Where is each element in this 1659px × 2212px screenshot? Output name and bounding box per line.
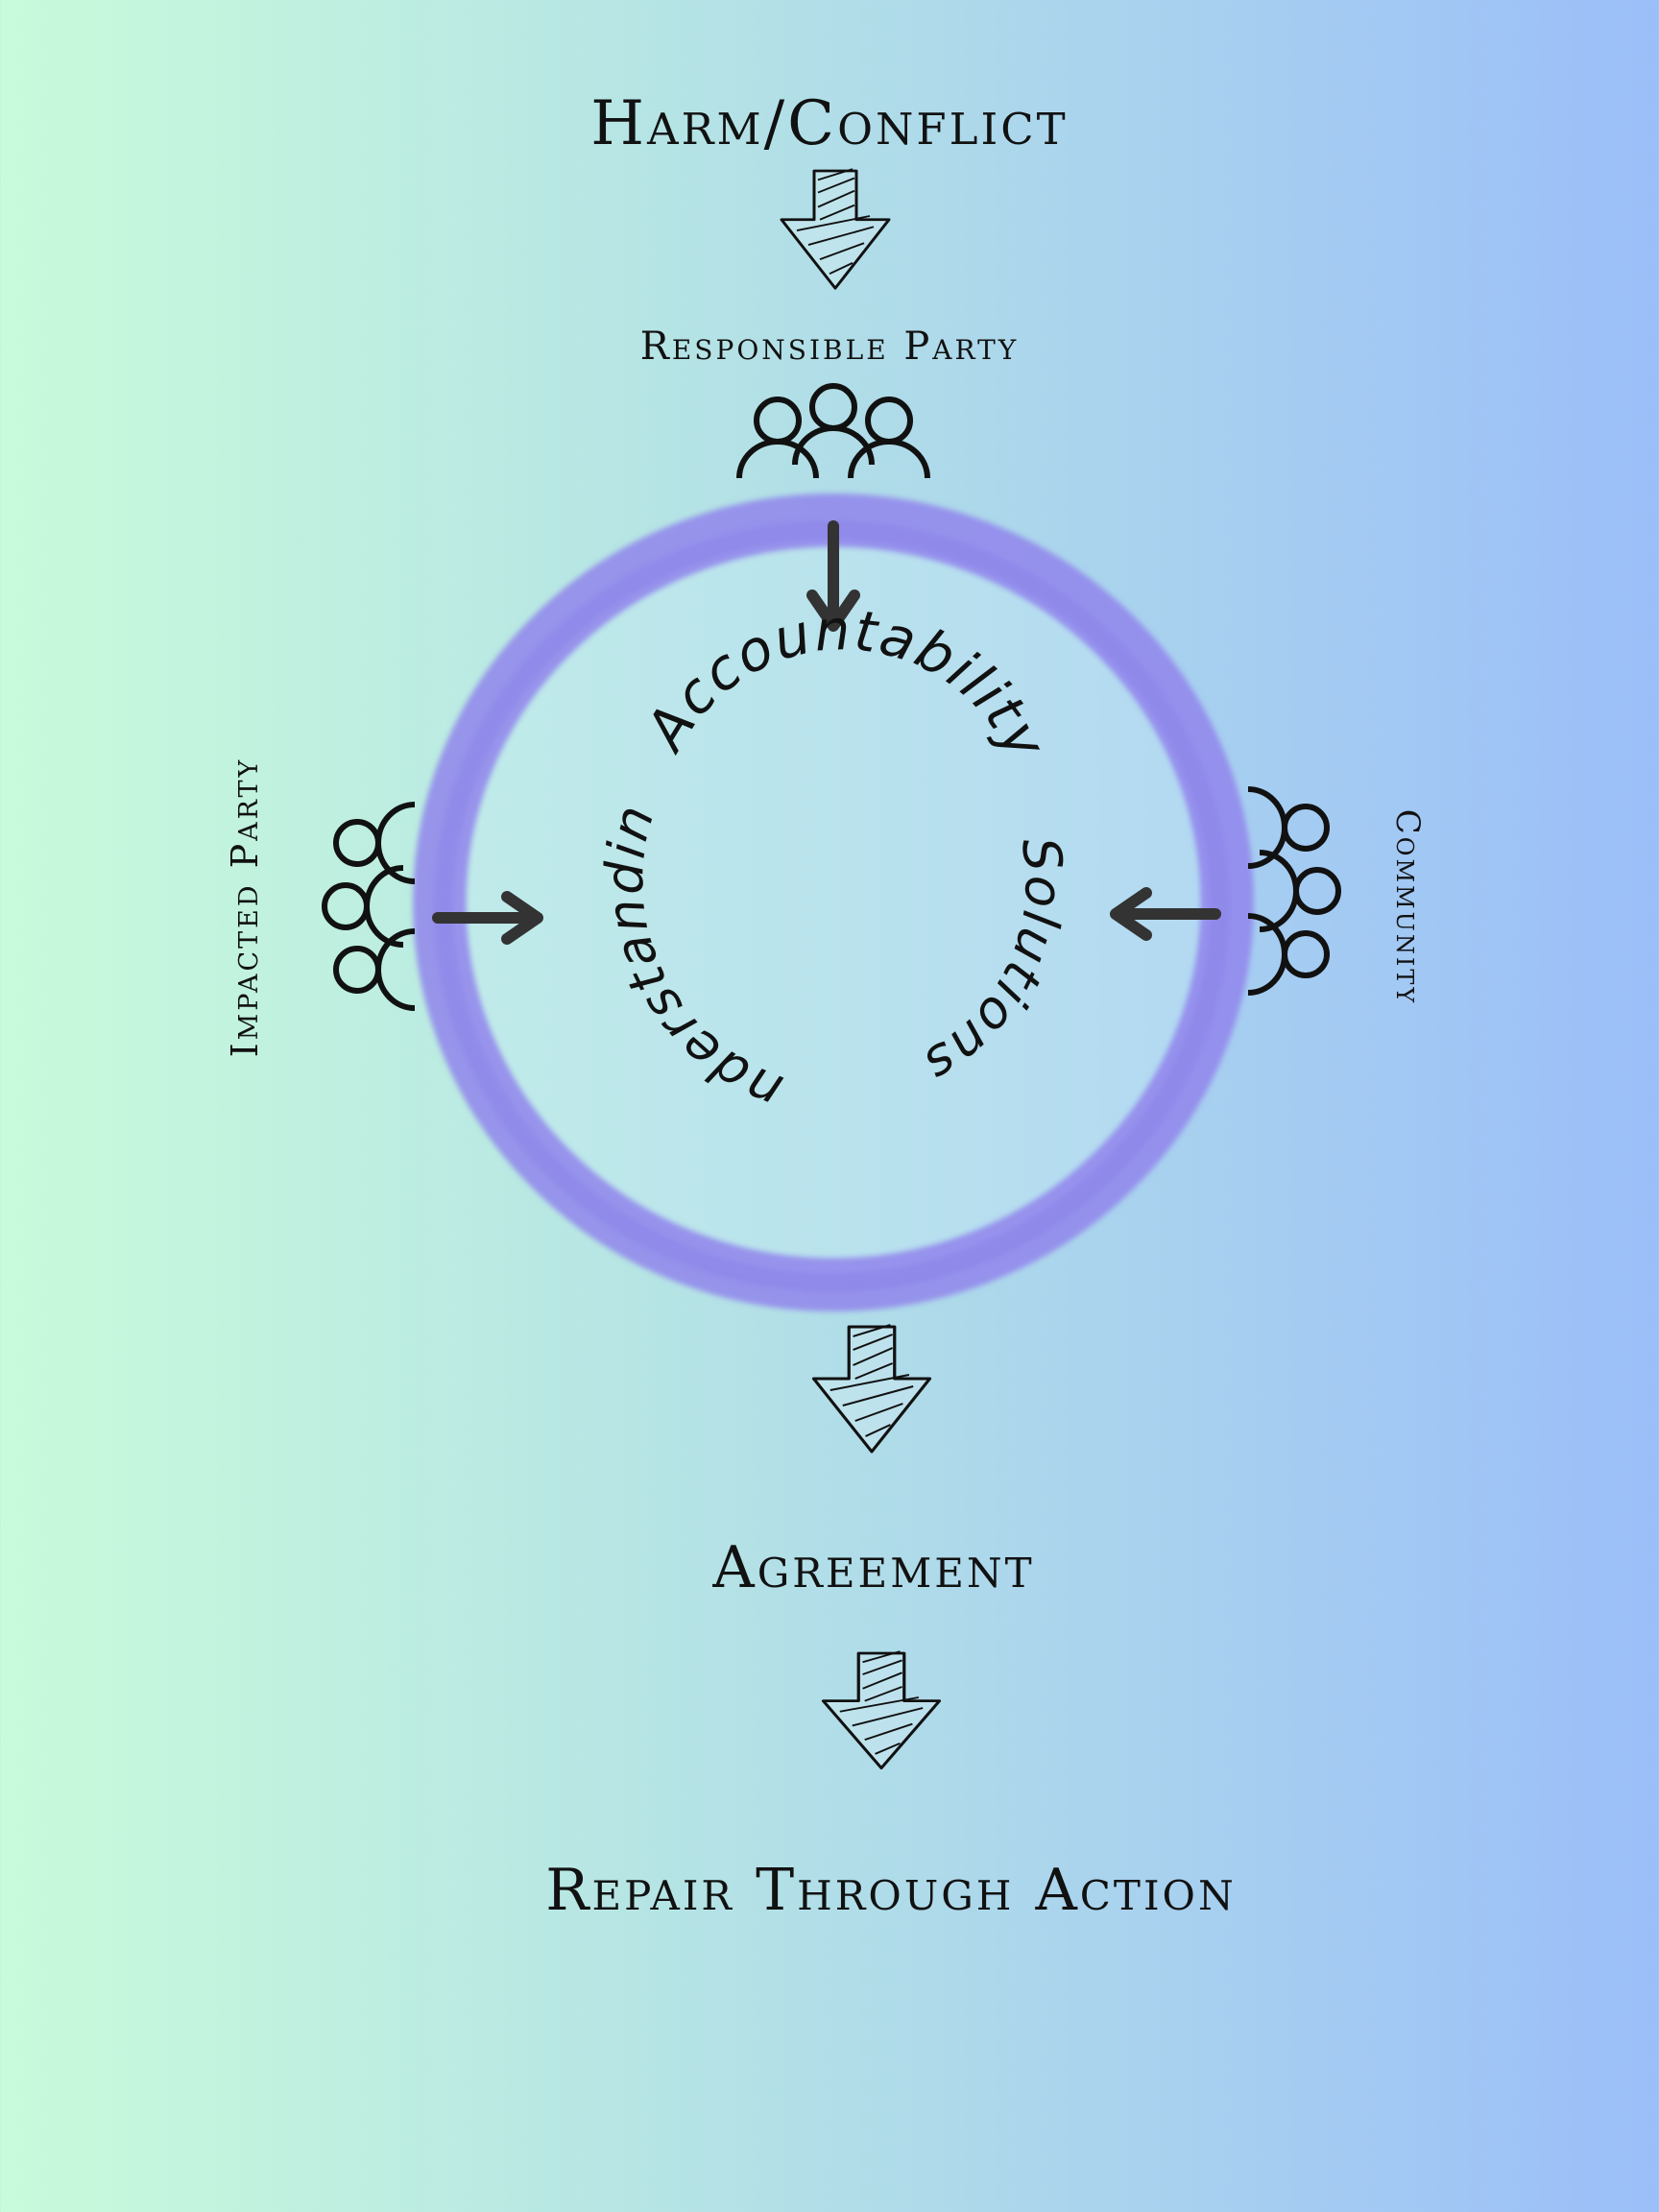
community-label: Community <box>1388 808 1427 1006</box>
repair-through-action-title: Repair Through Action <box>545 1857 1237 1924</box>
impacted-party-people-icon <box>325 805 415 1008</box>
flow-arrow-1-icon <box>780 167 891 290</box>
impacted-party-label: Impacted Party <box>224 757 266 1058</box>
flow-arrow-2-icon <box>811 1323 932 1454</box>
responsible-party-people-icon <box>739 386 927 478</box>
responsible-party-label: Responsible Party <box>639 325 1020 369</box>
community-people-icon <box>1248 789 1338 993</box>
harm-conflict-title: Harm/Conflict <box>590 88 1069 159</box>
agreement-title: Agreement <box>712 1534 1035 1601</box>
flow-arrow-3-icon <box>821 1649 942 1770</box>
